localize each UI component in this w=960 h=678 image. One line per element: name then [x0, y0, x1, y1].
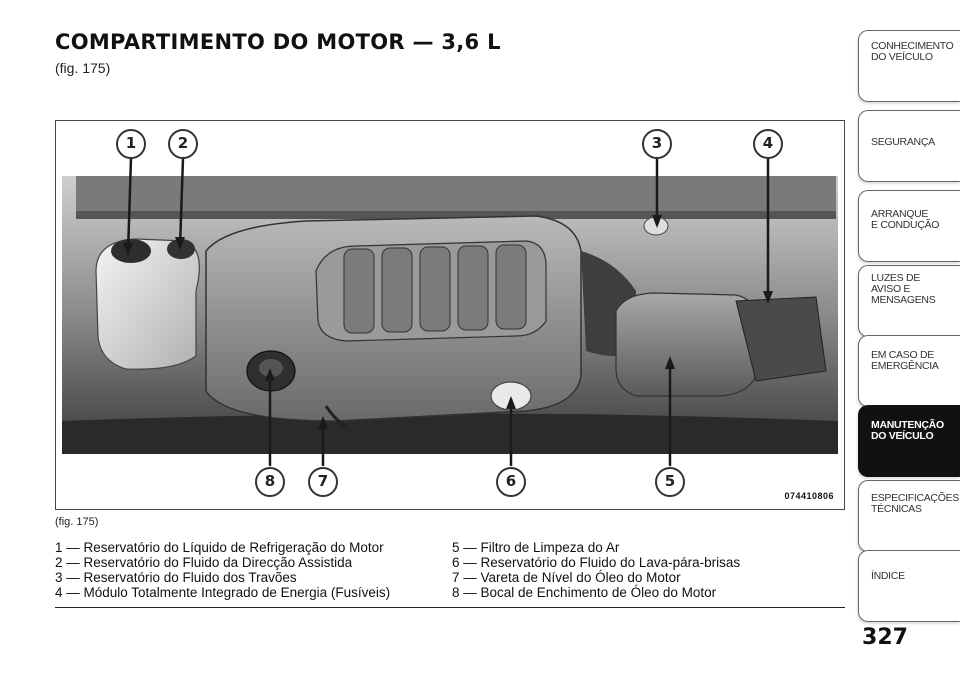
figure-code: 074410806 — [784, 491, 834, 501]
divider — [55, 607, 845, 608]
legend-item: 6 — Reservatório do Fluido do Lava-pára-… — [452, 555, 741, 570]
tab-especificacoes-tecnicas[interactable]: ESPECIFICAÇÕES TÉCNICAS — [858, 480, 960, 552]
page-number: 327 — [862, 625, 908, 650]
tab-label-line: DO VEÍCULO — [871, 51, 933, 63]
tab-label-line: TÉCNICAS — [871, 503, 922, 515]
legend-item: 4 — Módulo Totalmente Integrado de Energ… — [55, 585, 391, 600]
tab-label-line: DO VEÍCULO — [871, 430, 934, 442]
page-title: COMPARTIMENTO DO MOTOR — 3,6 L — [55, 30, 501, 54]
tab-indice[interactable]: ÍNDICE — [858, 550, 960, 622]
legend-item: 5 — Filtro de Limpeza do Ar — [452, 540, 620, 555]
tab-arranque-e-conducao[interactable]: ARRANQUE E CONDUÇÃO — [858, 190, 960, 262]
legend-item: 2 — Reservatório do Fluido da Direcção A… — [55, 555, 353, 570]
callout-8: 8 — [255, 467, 285, 497]
callout-2: 2 — [168, 129, 198, 159]
callout-3: 3 — [642, 129, 672, 159]
tab-label-line: MENSAGENS — [871, 294, 936, 306]
tab-label-line: AVISO E — [871, 283, 911, 295]
tab-em-caso-de-emergencia[interactable]: EM CASO DE EMERGÊNCIA — [858, 335, 960, 407]
tab-manutencao-do-veiculo[interactable]: MANUTENÇÃO DO VEÍCULO — [858, 405, 960, 477]
tab-label-line: E CONDUÇÃO — [871, 219, 940, 231]
tab-seguranca[interactable]: SEGURANÇA — [858, 110, 960, 182]
legend-item: 8 — Bocal de Enchimento de Óleo do Motor — [452, 585, 717, 600]
tab-label-line: ARRANQUE — [871, 208, 929, 220]
tab-label-line: MANUTENÇÃO — [871, 419, 944, 431]
callout-5: 5 — [655, 467, 685, 497]
legend-item: 3 — Reservatório do Fluido dos Travões — [55, 570, 297, 585]
figure-caption: (fig. 175) — [55, 516, 99, 528]
tab-label-line: LUZES DE — [871, 272, 920, 284]
tab-label-line: CONHECIMENTO — [871, 40, 954, 52]
callout-4: 4 — [753, 129, 783, 159]
tab-conhecimento-do-veiculo[interactable]: CONHECIMENTO DO VEÍCULO — [858, 30, 960, 102]
legend-column-right: 5 — Filtro de Limpeza do Ar 6 — Reservat… — [452, 540, 740, 600]
callout-6: 6 — [496, 467, 526, 497]
tab-label-line: SEGURANÇA — [871, 136, 935, 148]
tab-label-line: ESPECIFICAÇÕES — [871, 492, 959, 504]
tab-label-line: EMERGÊNCIA — [871, 360, 939, 372]
engine-illustration — [62, 157, 838, 466]
callout-7: 7 — [308, 467, 338, 497]
engine-compartment-figure: 1 2 3 4 5 6 7 8 074410806 — [55, 120, 845, 510]
tab-label-line: EM CASO DE — [871, 349, 934, 361]
tab-label-line: ÍNDICE — [871, 570, 905, 582]
legend-column-left: 1 — Reservatório do Líquido de Refrigera… — [55, 540, 390, 600]
legend-item: 7 — Vareta de Nível do Óleo do Motor — [452, 570, 681, 585]
callout-1: 1 — [116, 129, 146, 159]
tab-luzes-de-aviso-e-mensagens[interactable]: LUZES DE AVISO E MENSAGENS — [858, 265, 960, 337]
figure-reference: (fig. 175) — [55, 60, 111, 76]
legend-item: 1 — Reservatório do Líquido de Refrigera… — [55, 540, 384, 555]
